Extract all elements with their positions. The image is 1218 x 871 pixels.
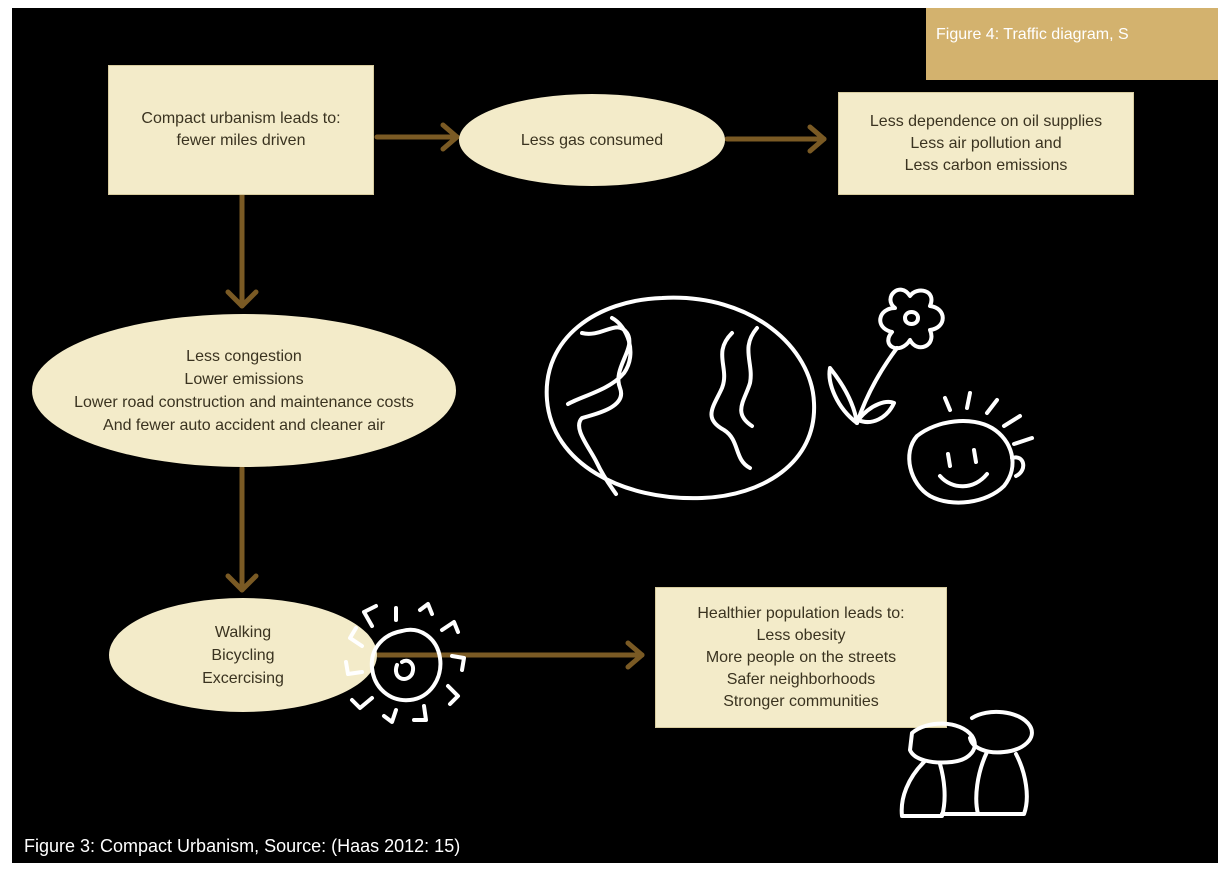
node-text: Lower emissions [184, 370, 304, 388]
healthier-population-box: Healthier population leads to: Less obes… [655, 587, 947, 728]
node-text: Less carbon emissions [904, 156, 1068, 174]
node-text: More people on the streets [705, 648, 897, 666]
figure-4-tab: Figure 4: Traffic diagram, S [926, 8, 1218, 80]
figure-caption: Figure 3: Compact Urbanism, Source: (Haa… [24, 836, 461, 856]
node-text: Less gas consumed [520, 131, 664, 149]
smiley-face-icon [907, 391, 1034, 505]
node-text: Excercising [202, 669, 284, 687]
globe-icon [544, 295, 817, 501]
oil-dependence-box: Less dependence on oil supplies Less air… [838, 92, 1134, 195]
arrow-compact-to-gas [374, 122, 460, 152]
node-text: Stronger communities [723, 692, 879, 710]
walking-ellipse: Walking Bicycling Excercising [109, 598, 377, 712]
arrow-gas-to-oil [724, 124, 827, 154]
less-gas-ellipse: Less gas consumed [459, 94, 725, 186]
figure-4-tab-text: Figure 4: Traffic diagram, S [936, 26, 1129, 43]
node-text: Compact urbanism leads to: [141, 110, 341, 127]
node-text: Bicycling [211, 646, 275, 664]
arrow-compact-to-congestion [225, 191, 259, 309]
node-text: Less dependence on oil supplies [869, 112, 1103, 130]
sketch-layer [344, 287, 1034, 818]
sun-icon [344, 602, 466, 724]
node-text: Less obesity [756, 626, 846, 644]
node-text: Less air pollution and [910, 134, 1062, 152]
node-text: Walking [214, 623, 272, 641]
node-text: fewer miles driven [176, 132, 306, 149]
diagram-canvas: Figure 4: Traffic diagram, S Compact urb… [12, 8, 1218, 863]
node-text: Healthier population leads to: [697, 604, 905, 622]
node-text: Lower road construction and maintenance … [74, 393, 414, 411]
people-icon [899, 709, 1034, 818]
node-text: And fewer auto accident and cleaner air [103, 416, 385, 434]
arrow-congestion-to-walking [225, 465, 259, 593]
flower-icon [827, 287, 945, 425]
node-text: Less congestion [186, 347, 302, 365]
node-text: Safer neighborhoods [726, 670, 876, 688]
arrow-layer [225, 122, 827, 670]
compact-urbanism-box: Compact urbanism leads to: fewer miles d… [108, 65, 374, 195]
less-congestion-ellipse: Less congestion Lower emissions Lower ro… [32, 314, 456, 467]
arrow-walking-to-healthier [375, 640, 645, 670]
